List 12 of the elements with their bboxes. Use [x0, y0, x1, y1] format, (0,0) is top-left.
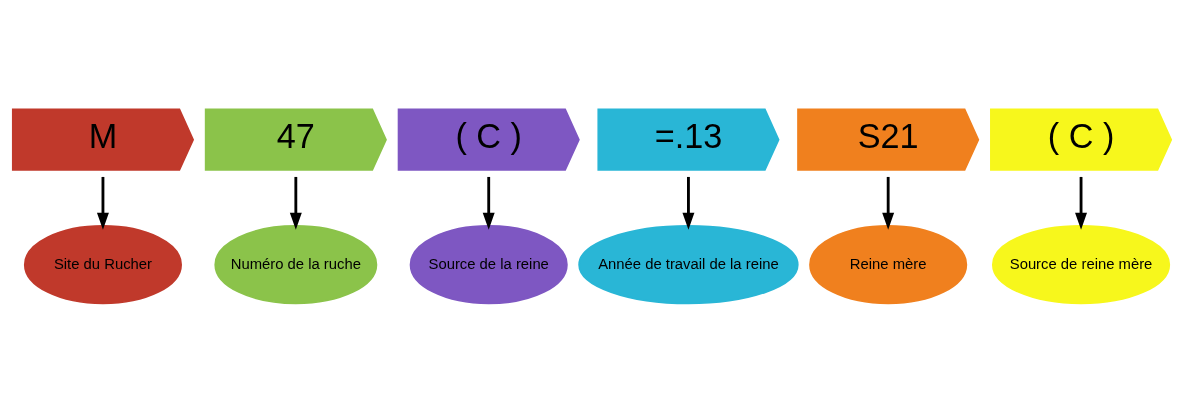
arrow [289, 176, 302, 230]
arrow [682, 176, 695, 230]
node-ellipse: Source de la reine [409, 224, 568, 304]
node-ellipse: Numéro de la ruche [214, 224, 378, 304]
node-ellipse: Source de reine mère [991, 224, 1171, 304]
node-ellipse: Année de travail de la reine [578, 224, 799, 304]
arrow [482, 176, 495, 230]
node-ellipse: Reine mère [809, 224, 968, 304]
arrow [96, 176, 109, 230]
node-ellipse: Site du Rucher [23, 224, 182, 304]
arrow [882, 176, 895, 230]
arrow [1075, 176, 1088, 230]
